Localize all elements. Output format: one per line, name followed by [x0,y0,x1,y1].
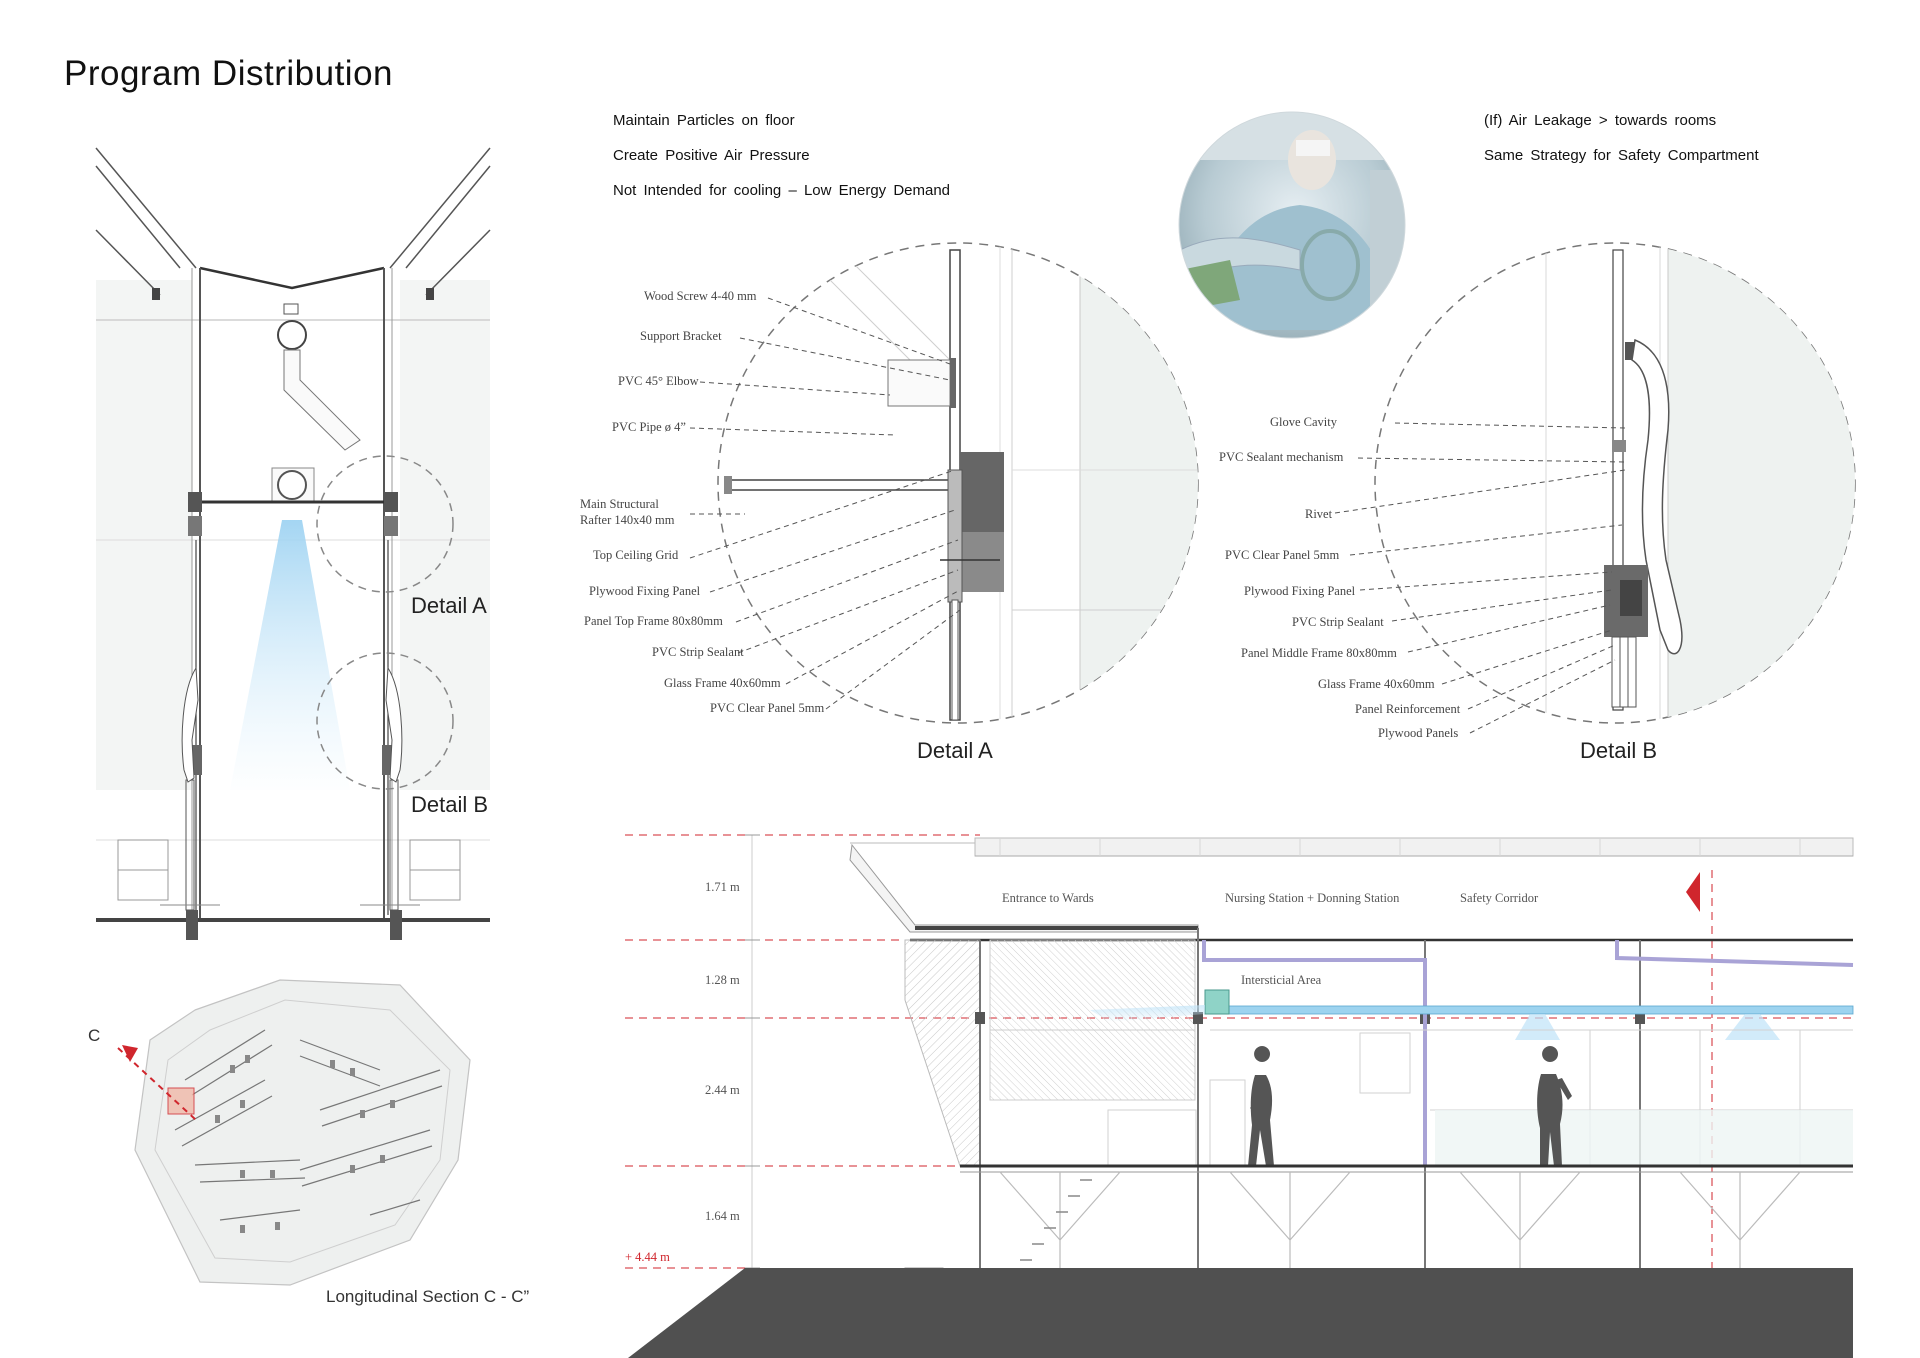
detail-a-caption: Detail A [917,738,993,763]
label-wood-screw: Wood Screw 4-40 mm [644,289,757,303]
wall-panel-right [400,280,490,790]
label-top-ceiling-grid: Top Ceiling Grid [593,548,679,562]
blue-duct [1204,1005,1854,1015]
note-air-leakage: (If) Air Leakage > towards rooms [1484,112,1717,129]
label-panel-top-frame: Panel Top Frame 80x80mm [584,614,723,628]
label-pvc-pipe: PVC Pipe ø 4” [612,420,686,434]
label-pvc-clear-panel-a: PVC Clear Panel 5mm [710,701,825,715]
label-main-structural: Main Structural [580,497,659,511]
detail-a-marker [316,455,454,593]
detail-b-tag: Detail B [411,792,489,817]
detail-b-caption: Detail B [1580,738,1658,763]
height-interstitial: 1.28 m [705,973,740,987]
ground [628,1268,1853,1358]
purple-duct [1202,940,1854,1166]
label-pvc-strip-sealant-b: PVC Strip Sealant [1292,615,1384,629]
label-pvc-sealant-mechanism: PVC Sealant mechanism [1219,450,1344,464]
plan-highlight [167,1087,195,1115]
air-supply-beam [230,520,350,790]
room-interstitial-area: Intersticial Area [1241,973,1322,987]
room-safety-corridor: Safety Corridor [1460,891,1539,905]
label-pvc-clear-panel-b: PVC Clear Panel 5mm [1225,548,1340,562]
plan-caption: Longitudinal Section C - C” [326,1287,530,1306]
height-stilt: 1.64 m [705,1209,740,1223]
height-room: 2.44 m [705,1083,740,1097]
label-rivet: Rivet [1305,507,1333,521]
label-pvc-strip-sealant-a: PVC Strip Sealant [652,645,744,659]
wall-panel-left [96,280,192,790]
label-glass-frame-b: Glass Frame 40x60mm [1318,677,1435,691]
label-plywood-panels: Plywood Panels [1378,726,1459,740]
label-plywood-fixing-panel-b: Plywood Fixing Panel [1244,584,1356,598]
note-safety-compartment: Same Strategy for Safety Compartment [1484,147,1759,164]
page-title: Program Distribution [64,54,393,93]
label-plywood-fixing-panel-a: Plywood Fixing Panel [589,584,701,598]
site-plan [117,979,471,1286]
label-glove-cavity: Glove Cavity [1270,415,1338,429]
label-rafter: Rafter 140x40 mm [580,513,675,527]
person-nurse [1248,1046,1274,1166]
note-low-energy: Not Intended for cooling – Low Energy De… [613,182,951,199]
label-pvc-elbow: PVC 45° Elbow [618,374,699,388]
longitudinal-section [625,834,1855,1358]
room-entrance-wards: Entrance to Wards [1002,891,1094,905]
detail-a-leaders [689,297,961,710]
room-nursing-station: Nursing Station + Donning Station [1225,891,1400,905]
note-maintain-particles: Maintain Particles on floor [613,112,795,129]
detail-b-marker [316,652,454,790]
section-arrow [1686,872,1700,912]
detail-a-tag: Detail A [411,593,487,618]
page-number: 25 [1854,1292,1877,1314]
height-roof: 1.71 m [705,880,740,894]
label-panel-reinforcement: Panel Reinforcement [1355,702,1461,716]
glovebox-photo [1179,112,1405,338]
note-positive-pressure: Create Positive Air Pressure [613,147,810,164]
detail-b-leaders [1334,422,1626,734]
level-mark: + 4.44 m [625,1250,670,1264]
label-glass-frame-a: Glass Frame 40x60mm [664,676,781,690]
label-support-bracket: Support Bracket [640,329,722,343]
section-mark-c: C [88,1026,101,1045]
roof-trusses [95,147,491,296]
label-panel-middle-frame: Panel Middle Frame 80x80mm [1241,646,1397,660]
section-cut-line [117,1047,197,1121]
person-staff [1537,1046,1572,1166]
